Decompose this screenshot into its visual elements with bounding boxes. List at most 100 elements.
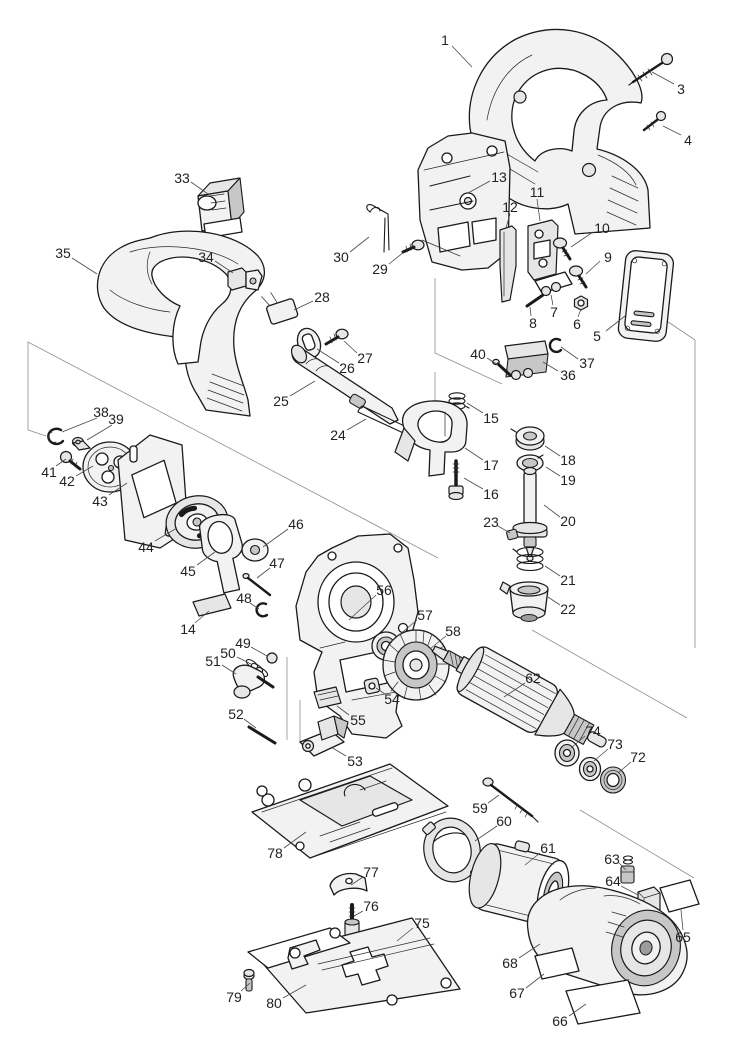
part-leader-59 (487, 794, 500, 804)
part-number-54: 54 (384, 691, 400, 707)
part-number-4: 4 (684, 132, 692, 148)
part-number-21: 21 (560, 572, 576, 588)
part-number-78: 78 (267, 845, 283, 861)
part-leader-45 (196, 551, 216, 566)
part-art-45-rod (198, 513, 243, 594)
part-leader-51 (221, 664, 237, 675)
part-number-43: 43 (92, 493, 108, 509)
part-art-6-nut (573, 295, 589, 311)
part-art-30-bail (366, 204, 390, 253)
part-art-63-brush-cap (620, 855, 635, 884)
part-leader-48 (249, 602, 260, 610)
part-leader-78 (283, 831, 307, 849)
part-number-74: 74 (585, 723, 601, 739)
part-leader-64 (620, 885, 639, 896)
part-art-34-connector (227, 267, 263, 291)
part-number-27: 27 (357, 350, 373, 366)
part-leader-26 (316, 348, 340, 364)
part-leader-77 (350, 876, 364, 886)
part-leader-5 (605, 315, 626, 332)
part-number-34: 34 (198, 249, 214, 265)
part-number-15: 15 (483, 410, 499, 426)
part-art-7-rollers (534, 271, 573, 297)
part-leader-35 (71, 257, 98, 275)
part-leader-57 (391, 619, 418, 642)
part-number-79: 79 (226, 989, 242, 1005)
part-leader-4 (662, 125, 682, 136)
part-number-65: 65 (675, 929, 691, 945)
part-number-44: 44 (138, 539, 154, 555)
part-leader-1 (451, 45, 473, 68)
part-number-80: 80 (266, 995, 282, 1011)
part-art-49-ball (266, 652, 278, 664)
part-leader-68 (518, 943, 541, 959)
part-number-63: 63 (604, 851, 620, 867)
part-number-75: 75 (414, 915, 430, 931)
part-number-3: 3 (677, 81, 685, 97)
part-number-60: 60 (496, 813, 512, 829)
part-art-53-roller-lever (299, 715, 349, 757)
part-art-36-holder (504, 340, 549, 381)
part-leader-52 (243, 718, 257, 729)
part-leader-46 (262, 528, 289, 548)
part-art-1-housing-half (468, 28, 651, 235)
part-number-46: 46 (288, 516, 304, 532)
part-art-10-screw (552, 237, 572, 261)
part-number-8: 8 (529, 315, 537, 331)
part-leader-10 (570, 231, 594, 248)
part-leader-67 (525, 973, 545, 989)
part-number-76: 76 (363, 898, 379, 914)
part-leader-61 (524, 852, 541, 866)
part-art-5-plate (617, 250, 675, 342)
part-number-12: 12 (502, 199, 518, 215)
part-number-72: 72 (630, 749, 646, 765)
part-art-37-clip (548, 337, 563, 354)
part-art-23-key (506, 528, 519, 541)
part-art-55-pad (313, 686, 342, 709)
part-leader-49 (250, 646, 268, 657)
part-leader-17 (464, 447, 484, 461)
part-leader-13 (467, 180, 491, 194)
part-leader-41 (55, 458, 67, 467)
part-number-29: 29 (372, 261, 388, 277)
part-art-8-pin (525, 293, 545, 308)
part-number-67: 67 (509, 985, 525, 1001)
part-leader-58 (429, 635, 447, 650)
part-leader-60 (474, 825, 498, 842)
part-number-50: 50 (220, 645, 236, 661)
part-art-48-clip (255, 602, 269, 618)
part-number-7: 7 (550, 304, 558, 320)
part-leader-29 (388, 251, 405, 265)
part-number-52: 52 (228, 706, 244, 722)
part-leader-80 (282, 984, 307, 999)
part-leader-20 (543, 504, 561, 518)
part-number-17: 17 (483, 457, 499, 473)
part-number-47: 47 (269, 555, 285, 571)
part-art-28-capacitor (261, 292, 299, 325)
part-number-53: 53 (347, 753, 363, 769)
part-number-42: 42 (59, 473, 75, 489)
part-art-67-label (534, 947, 580, 980)
part-art-19-ring (516, 454, 544, 472)
part-number-57: 57 (417, 607, 433, 623)
part-number-1: 1 (441, 32, 449, 48)
part-leader-54 (375, 687, 386, 695)
part-art-9-screw (568, 265, 588, 289)
part-leader-42 (75, 465, 94, 477)
part-leader-74 (570, 735, 586, 749)
part-leader-34 (214, 260, 234, 274)
part-number-36: 36 (560, 367, 576, 383)
part-number-16: 16 (483, 486, 499, 502)
part-number-10: 10 (594, 220, 610, 236)
part-leader-19 (545, 466, 561, 477)
part-number-64: 64 (605, 873, 621, 889)
part-number-59: 59 (472, 800, 488, 816)
part-number-41: 41 (41, 464, 57, 480)
part-leader-73 (593, 748, 609, 762)
part-art-65-label (659, 879, 700, 913)
part-leader-76 (353, 910, 364, 917)
part-leader-25 (289, 380, 316, 397)
part-art-14-pad (192, 593, 232, 617)
part-art-40-pin (492, 358, 512, 377)
